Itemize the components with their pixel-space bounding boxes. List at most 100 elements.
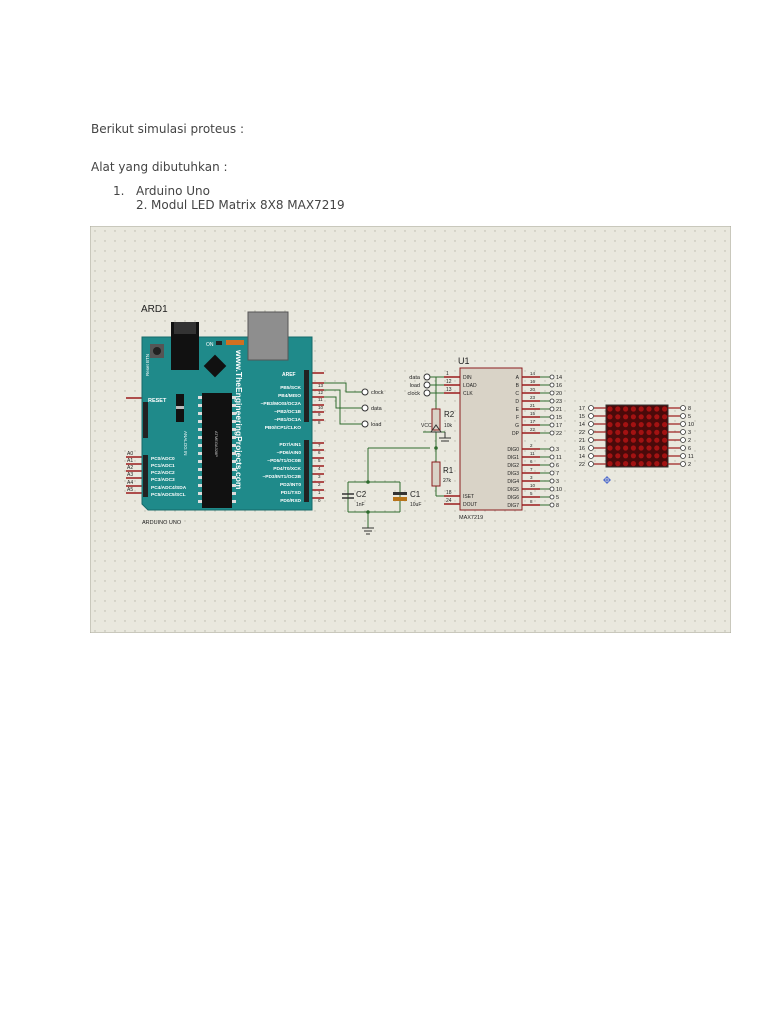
net-label-clock: clock [407, 391, 420, 397]
led-dot [646, 461, 652, 467]
pin-num: 20 [530, 387, 536, 392]
pin-num: 5 [530, 491, 533, 496]
led-dot [623, 461, 629, 467]
matrix-label: 22 [579, 462, 585, 468]
pin-number: 4 [318, 466, 321, 471]
tools-heading: Alat yang dibutuhkan : [91, 160, 228, 174]
led-dot [623, 429, 629, 435]
led-dot [615, 414, 621, 420]
pin-num: 23 [530, 395, 536, 400]
net-label-load: load [410, 383, 420, 389]
arduino-ref: ARD1 [141, 304, 168, 315]
chip-label: ATMEGA328P [214, 431, 219, 457]
pin-label: PD0/RXD [280, 498, 301, 504]
led-dot [654, 461, 660, 467]
pin-num: 10 [530, 483, 536, 488]
led-dot [623, 422, 629, 428]
website-text: www.TheEngineeringProjects.com [234, 349, 244, 490]
led-dot [638, 445, 644, 451]
matrix-left-labels: 17 15 14 22 21 16 14 22 [579, 406, 585, 468]
dig-pin: DIG6 [507, 495, 519, 501]
dig-pin: DIG2 [507, 463, 519, 469]
net-num: 10 [556, 487, 562, 493]
analog-a-label: A0 [127, 451, 133, 457]
led-dot [615, 453, 621, 459]
pin-label: PD2/INT0 [280, 482, 301, 488]
pin-num: 21 [530, 403, 536, 408]
intro-text: Berikut simulasi proteus : [91, 122, 244, 136]
led-dot [654, 414, 660, 420]
list-item-num-1: 1. [113, 184, 125, 198]
led-dot [623, 445, 629, 451]
pin-label: ~PB3/MOSI/OC2A [261, 401, 302, 407]
led-dot [638, 406, 644, 412]
vcc-label: VCC [421, 423, 432, 429]
dig-pin: DIG0 [507, 447, 519, 453]
led-dot [654, 406, 660, 412]
pin-num: 24 [446, 498, 452, 504]
matrix-label: 14 [579, 422, 585, 428]
c2-value: 1nF [356, 502, 365, 508]
matrix-label: 6 [688, 446, 691, 452]
pin-num: 18 [446, 490, 452, 496]
pin-iset: ISET [463, 494, 474, 500]
analog-pin-label: PC3/ADC3 [151, 477, 175, 483]
matrix-label: 22 [579, 430, 585, 436]
led-dot [615, 445, 621, 451]
pin-num: 12 [446, 379, 452, 385]
pin-num: 2 [530, 443, 533, 448]
led-dot [646, 422, 652, 428]
pin-number: 6 [318, 450, 321, 455]
u1-part: MAX7219 [459, 515, 483, 521]
origin-marker-icon [603, 476, 611, 484]
pin-num: 22 [530, 427, 536, 432]
seg-pin: A [516, 375, 520, 381]
led-dot [607, 414, 613, 420]
pin-label: PB5/SCK [280, 385, 301, 391]
pin-label: PD7/AIN1 [279, 442, 301, 448]
seg-pin: DP [512, 431, 520, 437]
analog-pin-label: PC2/ADC2 [151, 470, 175, 476]
led-dot [623, 406, 629, 412]
c2-ref: C2 [356, 490, 367, 499]
pin-clk: CLK [463, 391, 473, 397]
net-num: 8 [556, 503, 559, 509]
arduino-wires [324, 382, 362, 425]
net-num: 3 [556, 479, 559, 485]
led-dot [638, 429, 644, 435]
led-dot [607, 437, 613, 443]
seg-pin: G [515, 423, 519, 429]
led-dot [623, 453, 629, 459]
led-dot [646, 406, 652, 412]
on-label: ON [206, 342, 214, 348]
analog-pin-label: PC0/ADC0 [151, 456, 175, 462]
pin-number: 2 [318, 482, 321, 487]
net-num: 22 [556, 431, 562, 437]
pin-num: 15 [530, 411, 536, 416]
seg-pin: C [515, 391, 519, 397]
atmega-chip [202, 393, 232, 508]
pin-din: DIN [463, 375, 472, 381]
pin-number: 7 [318, 443, 321, 448]
matrix-label: 17 [579, 406, 585, 412]
pin-number: 11 [318, 397, 323, 402]
c1-value: 10uF [410, 502, 421, 508]
pin-num: 3 [530, 475, 533, 480]
pin-label: ~PB2/OC1B [274, 409, 301, 415]
net-num: 6 [556, 463, 559, 469]
led-dot [630, 453, 637, 459]
net-label-data: data [371, 406, 383, 412]
u1-ref: U1 [458, 356, 470, 366]
r1-ref: R1 [443, 466, 454, 475]
led-dot [638, 453, 644, 459]
pin-label: ~PD5/T1/OC0B [267, 458, 301, 464]
pin-num: 7 [530, 467, 533, 472]
pin-number: 1 [318, 490, 321, 495]
arduino-pin-numbers: 13 12 11 10 9 8 7 6 5 4 3 2 1 0 [318, 383, 324, 503]
led-dot [615, 406, 621, 412]
matrix-label: 14 [579, 454, 585, 460]
net-label-data: data [409, 375, 421, 381]
r2-value: 10k [444, 423, 453, 429]
pin-label: ~PB1/OC1A [274, 417, 301, 423]
proteus-schematic: ARD1 [90, 226, 731, 633]
